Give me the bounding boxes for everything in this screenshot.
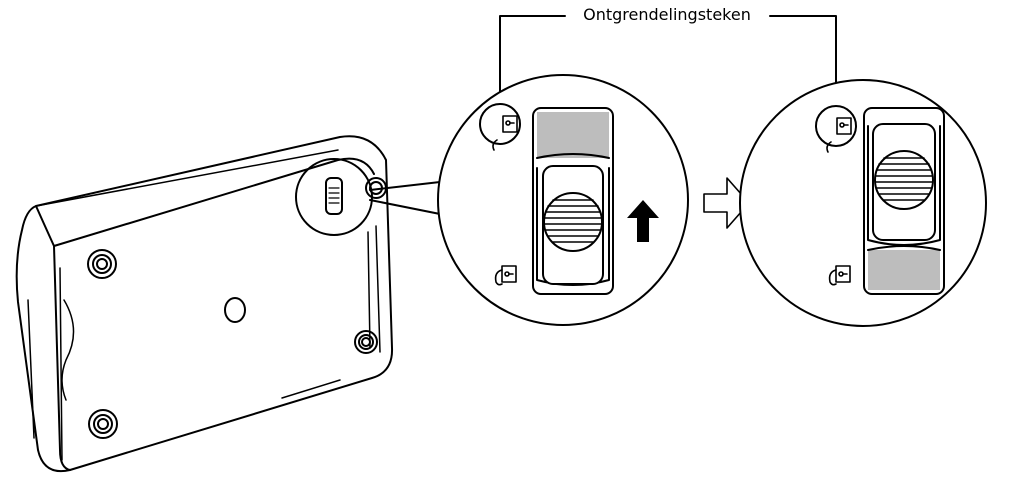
zoom-connector xyxy=(369,181,441,215)
device xyxy=(15,135,394,472)
lock-icon xyxy=(494,265,517,286)
lock-icon xyxy=(828,265,851,286)
label: Ontgrendelingsteken xyxy=(562,5,772,25)
unlock-icon xyxy=(826,117,852,153)
arrow-up-icon xyxy=(627,200,659,242)
zoom-circle-before xyxy=(437,74,689,326)
arrow-right-outline-icon xyxy=(703,177,750,229)
zoom-circle-after xyxy=(739,79,987,327)
unlock-icon xyxy=(492,115,518,151)
callout-leader-lines xyxy=(499,15,837,107)
